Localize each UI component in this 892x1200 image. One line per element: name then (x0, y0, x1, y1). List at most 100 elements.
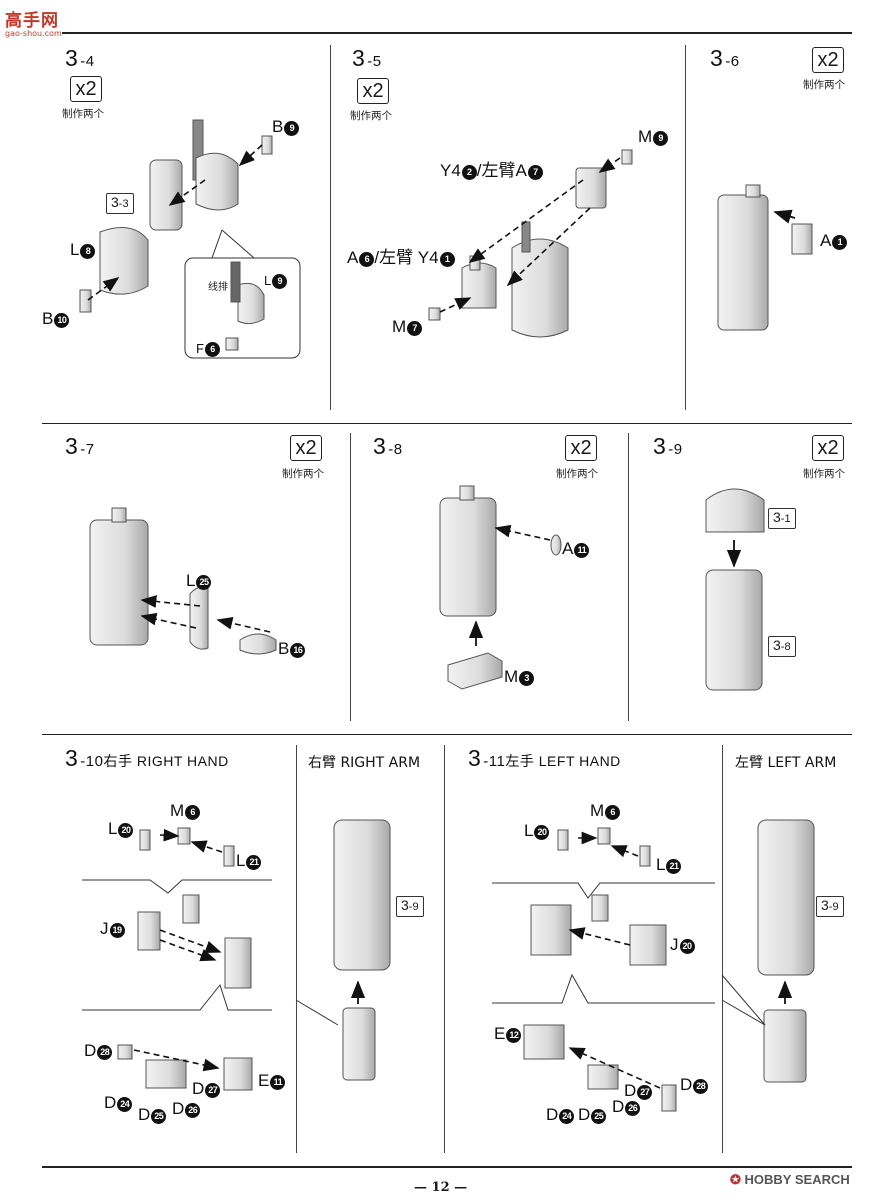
left-arm-caption: 左臂 LEFT ARM (735, 755, 837, 771)
step-title-3-5: 3-5 (352, 45, 382, 71)
section-line (492, 973, 715, 1004)
x2-note: 制作两个 (62, 108, 104, 120)
section-line (295, 999, 339, 1026)
section-line (82, 983, 272, 1011)
step-title-3-9: 3-9 (653, 433, 683, 459)
connector (745, 184, 761, 198)
j20-part (629, 924, 667, 966)
x2-badge: x2 (357, 78, 389, 104)
b16-part (239, 633, 277, 655)
b9-part (261, 135, 273, 155)
l8-part (99, 227, 149, 295)
divider (444, 745, 445, 1153)
wire-part (521, 221, 531, 253)
wire-part (230, 261, 241, 303)
arrow (773, 209, 796, 224)
elbow-part (575, 167, 607, 209)
right-arm-assembly (333, 819, 391, 971)
a6-part (461, 262, 497, 309)
row-divider (42, 423, 852, 424)
logo-subtext: gao-shou.com (5, 29, 62, 38)
divider (330, 45, 331, 410)
arm-assembly (89, 519, 149, 646)
x2-note: 制作两个 (350, 110, 392, 122)
e11-part (223, 1057, 253, 1091)
x2-badge: x2 (70, 76, 102, 102)
connector (111, 507, 127, 523)
l9-part (237, 282, 265, 325)
d28-part (117, 1044, 133, 1060)
step-title-3-8: 3-8 (373, 433, 403, 459)
connector (459, 485, 475, 501)
x2-note: 制作两个 (282, 468, 324, 480)
arrow (168, 179, 206, 206)
ref-box-3-1: 3-1 (768, 508, 796, 529)
arm-assembly (439, 497, 497, 617)
m3-part (447, 652, 503, 690)
arrow (610, 845, 639, 858)
section-line (82, 879, 272, 894)
arrow (568, 927, 631, 946)
forearm-part (511, 238, 569, 338)
section-line (721, 974, 766, 1026)
left-arm-assembly (757, 819, 815, 976)
x2-badge: x2 (290, 435, 322, 461)
b10-part (79, 289, 92, 313)
arrow (468, 179, 584, 263)
arrow (159, 939, 217, 962)
arrow (190, 840, 223, 853)
shoulder-part (195, 152, 239, 211)
ref-box-3-8: 3-8 (768, 636, 796, 657)
watermark: ✪ HOBBY SEARCH (730, 1172, 850, 1188)
d28-part (661, 1084, 677, 1112)
arrow (159, 828, 180, 842)
arrow (494, 524, 551, 541)
step-title-3-4: 3-4 (65, 45, 95, 71)
arrow (238, 144, 263, 167)
divider (350, 433, 351, 721)
arrow (506, 207, 591, 287)
right-hand-assembly (342, 1007, 376, 1081)
x2-badge: x2 (812, 47, 844, 73)
shoulder-assembly (705, 488, 765, 533)
top-rule (62, 32, 852, 34)
j19-part (137, 911, 161, 951)
finger-parts (587, 1064, 619, 1090)
divider (628, 433, 629, 721)
watermark-text: HOBBY SEARCH (744, 1172, 850, 1187)
m9-part (621, 149, 633, 165)
x2-note: 制作两个 (803, 79, 845, 91)
x2-badge: x2 (812, 435, 844, 461)
arrow (439, 297, 472, 313)
m6-part (597, 827, 611, 845)
divider (296, 745, 297, 1153)
divider (722, 745, 723, 1153)
arm-part (149, 159, 183, 231)
ref-box-3-9: 3-9 (816, 896, 844, 917)
l25-part (189, 586, 209, 650)
row-divider (42, 734, 852, 735)
step-title-3-6: 3-6 (710, 45, 740, 71)
